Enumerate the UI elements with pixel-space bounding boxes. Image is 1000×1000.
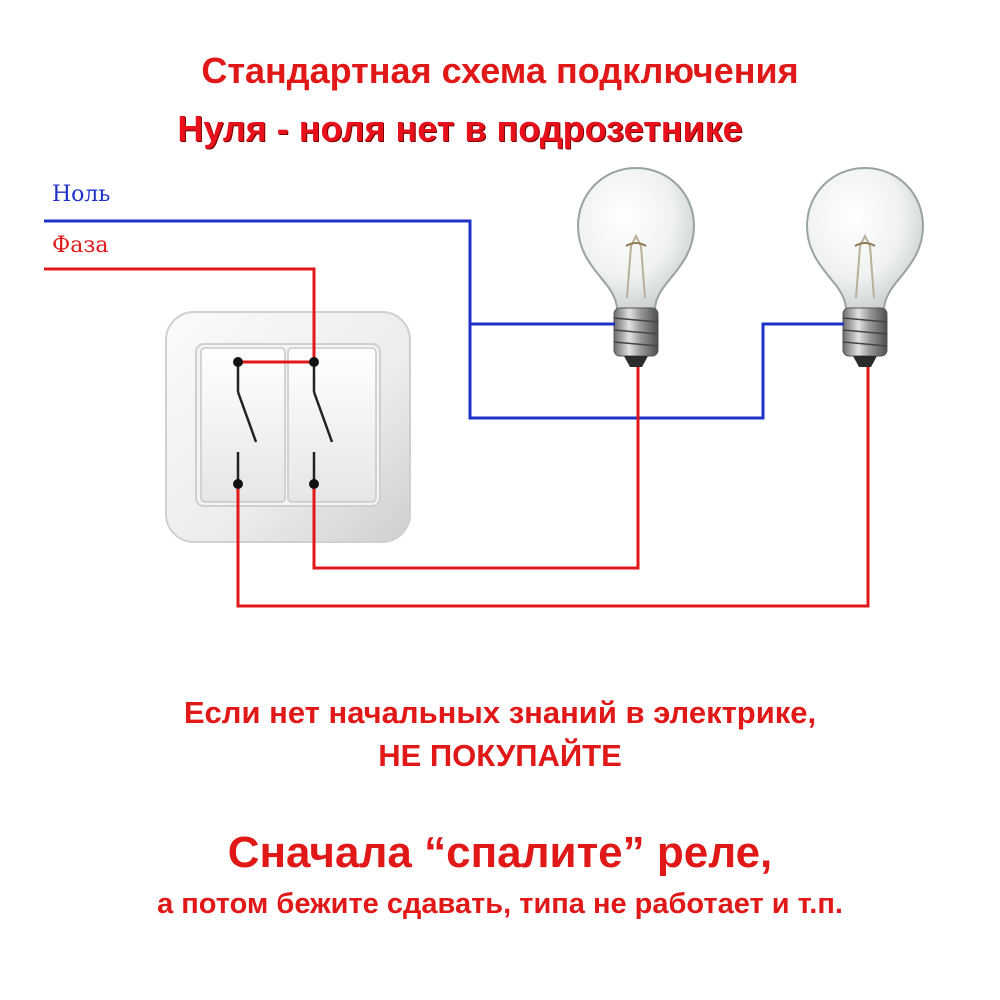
page-title: Стандартная схема подключения — [201, 50, 799, 91]
wiring-diagram — [44, 166, 925, 608]
switch-key-right — [287, 347, 377, 503]
cta-line-2: а потом бежите сдавать, типа не работает… — [157, 888, 843, 920]
switch-key-left — [200, 347, 286, 503]
bulb-left-icon — [576, 166, 696, 367]
cta-line-1: Сначала “спалите” реле, — [227, 828, 773, 877]
warning-line-1: Если нет начальных знаний в электрике, — [183, 695, 817, 730]
neutral-wires — [44, 219, 844, 420]
terminal-dots — [233, 357, 319, 489]
neutral-wire-label: Ноль — [52, 182, 111, 207]
page-subtitle: Нуля - ноля нет в подрозетнике — [177, 108, 743, 149]
phase-wires — [44, 267, 870, 608]
warning-line-2: НЕ ПОКУПАЙТЕ — [378, 738, 622, 773]
phase-wire-label: Фаза — [52, 233, 109, 258]
switch-contacts — [236, 362, 334, 484]
double-switch — [165, 311, 411, 543]
bulb-right-icon — [805, 166, 925, 367]
